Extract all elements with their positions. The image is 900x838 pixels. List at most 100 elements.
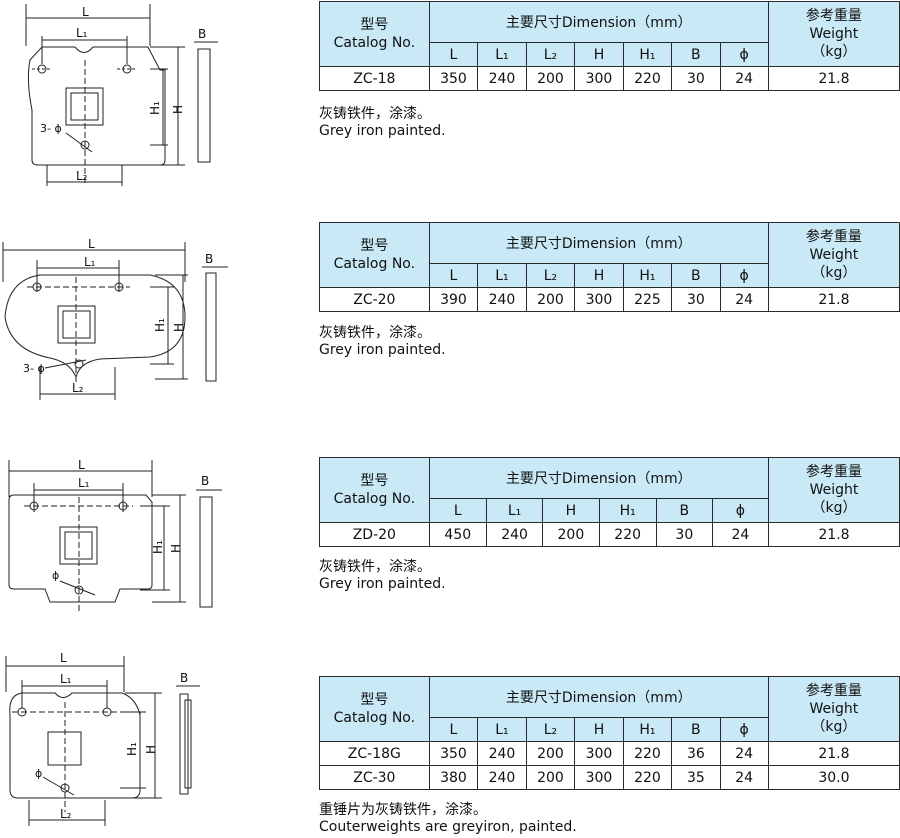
model-cn-label: 型号 <box>360 692 389 708</box>
dim-label-L: L <box>60 651 67 665</box>
weight-header: 参考重量 Weight （kg） <box>767 222 900 288</box>
table-row: ZC-30 380 240 200 300 220 35 24 30.0 <box>319 765 900 790</box>
value-cell: 30 <box>671 66 721 91</box>
dim-label-B: B <box>201 474 209 488</box>
dimension-header: 主要尺寸Dimension（mm） <box>428 457 769 499</box>
value-cell: 200 <box>525 741 576 766</box>
value-cell: 35 <box>671 765 721 790</box>
spec-table-zc18: 型号 Catalog No. 主要尺寸Dimension（mm） 参考重量 We… <box>319 1 900 91</box>
weight-cell: 21.8 <box>767 522 900 547</box>
value-cell: 220 <box>598 522 657 547</box>
dim-label-L: L <box>78 458 85 472</box>
column-header: ϕ <box>719 263 769 288</box>
value-cell: 200 <box>525 765 576 790</box>
dim-label-H: H <box>169 544 183 553</box>
value-cell: 36 <box>671 741 721 766</box>
weight-en-label: Weight <box>809 701 859 717</box>
value-cell: 350 <box>428 66 479 91</box>
value-cell: 240 <box>477 765 527 790</box>
dim-label-B: B <box>205 252 213 266</box>
weight-header: 参考重量 Weight （kg） <box>767 676 900 742</box>
weight-unit-label: （kg） <box>811 719 857 735</box>
value-cell: 30 <box>655 522 713 547</box>
value-cell: 24 <box>719 741 769 766</box>
material-note: 灰铸铁件，涂漆。 Grey iron painted. <box>319 106 446 140</box>
technical-drawing-zc20: L L₁ 3- ϕ H H₁ L₂ B <box>0 222 300 422</box>
dim-label-hole: 3- ϕ <box>40 122 62 135</box>
model-en-label: Catalog No. <box>333 491 416 507</box>
value-cell: 300 <box>574 287 624 312</box>
dim-label-H: H <box>171 105 185 114</box>
value-cell: 200 <box>525 287 576 312</box>
spec-table-zc18g-zc30: 型号 Catalog No. 主要尺寸Dimension（mm） 参考重量 We… <box>319 676 900 790</box>
catalog-header: 型号 Catalog No. <box>319 457 430 523</box>
weight-en-label: Weight <box>809 26 859 42</box>
weight-unit-label: （kg） <box>811 265 857 281</box>
model-en-label: Catalog No. <box>333 35 416 51</box>
value-cell: 240 <box>485 522 544 547</box>
dim-label-L2: L₂ <box>72 381 84 395</box>
column-header: H <box>574 42 624 67</box>
material-note: 灰铸铁件，涂漆。 Grey iron painted. <box>319 559 446 593</box>
column-header: L <box>428 42 479 67</box>
column-header: L₂ <box>525 717 576 742</box>
weight-cn-label: 参考重量 <box>805 464 862 480</box>
column-header: B <box>671 42 721 67</box>
dim-label-L1: L₁ <box>76 26 88 40</box>
weight-cell: 30.0 <box>767 765 900 790</box>
dim-label-hole: ϕ <box>35 767 42 780</box>
product-block-zc18g-zc30: L L₁ ϕ H H₁ L₂ B <box>0 640 900 838</box>
dim-label-H1: H₁ <box>148 101 162 115</box>
value-cell: 24 <box>719 765 769 790</box>
model-cn-label: 型号 <box>360 238 389 254</box>
dim-label-H1: H₁ <box>125 742 139 756</box>
dim-label-B: B <box>198 27 206 41</box>
weight-header: 参考重量 Weight （kg） <box>767 457 900 523</box>
dimension-header: 主要尺寸Dimension（mm） <box>428 222 769 264</box>
model-en-label: Catalog No. <box>333 710 416 726</box>
weight-en-label: Weight <box>809 482 859 498</box>
value-cell: 240 <box>477 66 527 91</box>
weight-unit-label: （kg） <box>811 500 857 516</box>
spec-table-zc20: 型号 Catalog No. 主要尺寸Dimension（mm） 参考重量 We… <box>319 222 900 312</box>
model-cell: ZC-18 <box>319 66 430 91</box>
technical-drawing-zc18: L L₁ 3- ϕ H H₁ L₂ <box>0 0 300 200</box>
value-cell: 200 <box>525 66 576 91</box>
column-header: H <box>574 717 624 742</box>
dim-label-H1: H₁ <box>153 318 167 332</box>
model-cell: ZC-30 <box>319 765 430 790</box>
column-header: B <box>671 263 721 288</box>
model-cn-label: 型号 <box>360 17 389 33</box>
weight-cn-label: 参考重量 <box>805 683 862 699</box>
column-header: L₁ <box>485 498 544 523</box>
column-header: ϕ <box>711 498 769 523</box>
technical-drawing-zc18g: L L₁ ϕ H H₁ L₂ B <box>0 640 300 838</box>
table-row: ZD-20 450 240 200 220 30 24 21.8 <box>319 522 900 547</box>
value-cell: 30 <box>671 287 721 312</box>
model-cell: ZC-20 <box>319 287 430 312</box>
column-header: L <box>428 498 487 523</box>
table-row: ZC-20 390 240 200 300 225 30 24 21.8 <box>319 287 900 312</box>
value-cell: 24 <box>711 522 769 547</box>
column-header: L <box>428 717 479 742</box>
value-cell: 24 <box>719 287 769 312</box>
catalog-header: 型号 Catalog No. <box>319 676 430 742</box>
dim-label-L1: L₁ <box>78 476 90 490</box>
weight-cn-label: 参考重量 <box>805 229 862 245</box>
value-cell: 240 <box>477 287 527 312</box>
dim-label-hole: 3- ϕ <box>23 362 45 375</box>
column-header: L <box>428 263 479 288</box>
weight-cell: 21.8 <box>767 66 900 91</box>
value-cell: 300 <box>574 741 624 766</box>
model-cell: ZC-18G <box>319 741 430 766</box>
note-cn: 重锤片为灰铸铁件，涂漆。 <box>319 802 487 818</box>
column-header: B <box>671 717 721 742</box>
dim-label-B: B <box>180 671 188 685</box>
column-header: H₁ <box>622 42 673 67</box>
weight-cn-label: 参考重量 <box>805 8 862 24</box>
column-header: L₁ <box>477 717 527 742</box>
column-header: L₂ <box>525 263 576 288</box>
dim-label-L: L <box>88 237 95 251</box>
column-header: ϕ <box>719 42 769 67</box>
dim-label-H1: H₁ <box>151 540 165 554</box>
